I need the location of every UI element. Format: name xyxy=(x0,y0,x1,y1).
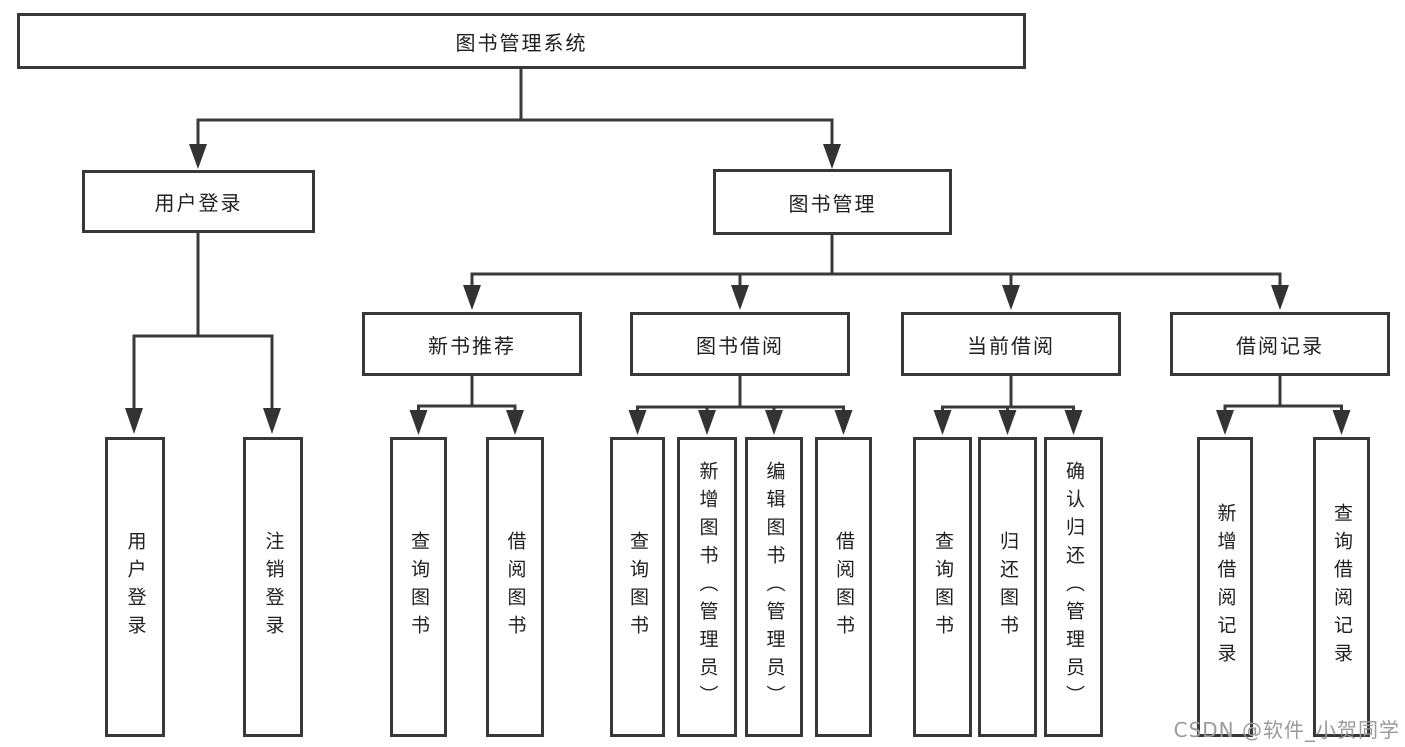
node-label: 查询借阅记录 xyxy=(1331,503,1353,671)
node-label: 新书推荐 xyxy=(428,333,516,358)
connector-new-book-subtree xyxy=(409,376,524,435)
node-label: 编辑图书（管理员） xyxy=(763,461,786,713)
connector-user-login-subtree xyxy=(125,233,281,434)
arrow-down-icon xyxy=(409,410,428,435)
node-book-management: 图书管理 xyxy=(713,169,952,235)
arrow-down-icon xyxy=(1332,410,1351,435)
arrow-down-icon xyxy=(998,410,1017,435)
arrow-down-icon xyxy=(189,144,207,169)
node-label: 新增借阅记录 xyxy=(1214,503,1237,671)
connector-current-borrow-subtree xyxy=(933,375,1083,435)
arrow-down-icon xyxy=(506,410,524,435)
leaf-add-borrow-record: 新增借阅记录 xyxy=(1197,437,1253,737)
node-label: 用户登录 xyxy=(124,531,147,643)
node-current-borrow: 当前借阅 xyxy=(901,312,1121,376)
arrow-down-icon xyxy=(1216,410,1234,435)
node-new-book-recommend: 新书推荐 xyxy=(362,312,582,376)
node-label: 图书管理 xyxy=(788,191,877,216)
node-label: 确认归还（管理员） xyxy=(1063,461,1085,713)
node-borrow-records: 借阅记录 xyxy=(1170,312,1390,376)
leaf-query-borrow-record: 查询借阅记录 xyxy=(1313,437,1370,737)
leaf-return-book: 归还图书 xyxy=(978,437,1037,737)
arrow-down-icon xyxy=(731,285,749,310)
node-label: 用户登录 xyxy=(154,191,243,215)
arrow-down-icon xyxy=(263,408,281,434)
csdn-watermark: CSDN @软件_小贺同学 xyxy=(1173,718,1400,742)
leaf-logout: 注销登录 xyxy=(243,437,303,737)
node-user-login: 用户登录 xyxy=(82,170,315,233)
arrow-down-icon xyxy=(765,410,783,435)
leaf-borrow-book-1: 借阅图书 xyxy=(486,437,544,737)
leaf-confirm-return-admin: 确认归还（管理员） xyxy=(1044,437,1103,737)
leaf-query-book-1: 查询图书 xyxy=(390,437,447,737)
connector-root-to-level2 xyxy=(189,69,841,169)
arrow-down-icon xyxy=(823,144,841,169)
node-label: 借阅记录 xyxy=(1236,333,1324,358)
node-label: 图书管理系统 xyxy=(455,30,588,55)
arrow-down-icon xyxy=(125,408,143,434)
connector-borrow-records-subtree xyxy=(1216,375,1351,435)
arrow-down-icon xyxy=(463,285,481,310)
node-label: 归还图书 xyxy=(997,531,1019,643)
node-library-system: 图书管理系统 xyxy=(17,13,1026,69)
node-label: 查询图书 xyxy=(932,531,954,643)
arrow-down-icon xyxy=(698,410,716,435)
arrow-down-icon xyxy=(834,410,853,435)
node-label: 当前借阅 xyxy=(967,333,1055,358)
node-label: 新增图书（管理员） xyxy=(696,461,719,713)
leaf-query-book-3: 查询图书 xyxy=(913,437,972,737)
connector-book-borrow-subtree xyxy=(628,376,853,435)
node-label: 注销登录 xyxy=(262,531,285,643)
arrow-down-icon xyxy=(628,410,647,435)
arrow-down-icon xyxy=(1002,285,1020,310)
leaf-add-book-admin: 新增图书（管理员） xyxy=(677,437,737,737)
node-label: 查询图书 xyxy=(408,531,430,643)
connector-book-mgmt-to-level3 xyxy=(463,235,1289,310)
node-label: 查询图书 xyxy=(627,531,649,643)
node-book-borrow: 图书借阅 xyxy=(630,312,850,376)
leaf-borrow-book-2: 借阅图书 xyxy=(815,437,872,737)
leaf-query-book-2: 查询图书 xyxy=(610,437,665,737)
arrow-down-icon xyxy=(933,410,952,435)
node-label: 借阅图书 xyxy=(504,531,527,643)
node-label: 借阅图书 xyxy=(833,531,855,643)
node-label: 图书借阅 xyxy=(696,333,784,358)
leaf-edit-book-admin: 编辑图书（管理员） xyxy=(745,437,803,737)
leaf-user-login: 用户登录 xyxy=(105,437,165,737)
arrow-down-icon xyxy=(1064,410,1083,435)
arrow-down-icon xyxy=(1271,285,1289,310)
